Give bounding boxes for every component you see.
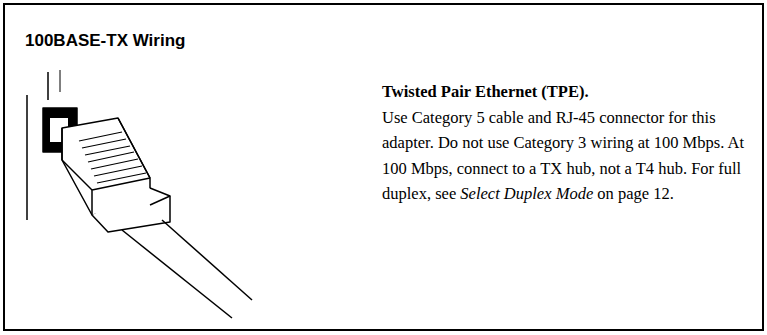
body-paragraph: Twisted Pair Ethernet (TPE).Use Category… [382,79,754,207]
italic-reference: Select Duplex Mode [460,184,593,203]
body-text: on page 12. [597,184,674,203]
bold-lead: Twisted Pair Ethernet (TPE). [382,82,589,101]
sidebar-box: 100BASE-TX WiringTwisted Pair Ethernet (… [3,3,764,331]
box-title: 100BASE-TX Wiring [25,31,185,51]
